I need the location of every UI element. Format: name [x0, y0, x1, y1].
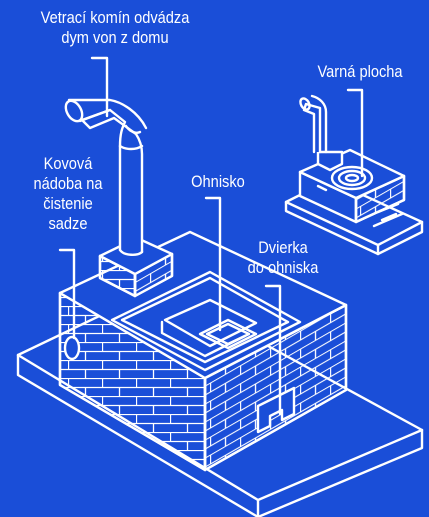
chimney-label: Vetrací komín odvádza dym von z domu: [16, 8, 214, 48]
firebox-door-label: Dvierka do ohniska: [236, 238, 331, 278]
chimney-pipe: [64, 98, 148, 256]
firebox: [163, 298, 258, 350]
firebox-door-label-line-1: Dvierka: [258, 238, 308, 257]
firebox-leader: [204, 196, 222, 332]
chimney-leader: [90, 56, 109, 118]
soot-container-label: Kovová nádoba na čistenie sadze: [25, 154, 111, 234]
soot-container-label-line-1: Kovová: [43, 154, 93, 173]
cooktop-label-text: Varná plocha: [317, 62, 403, 81]
firebox-door: [256, 386, 296, 434]
chimney-base: [98, 236, 174, 298]
cooktop-label: Varná plocha: [300, 62, 420, 82]
chimney-label-line-2: dym von z domu: [61, 28, 169, 47]
soot-container-label-line-3: čistenie: [43, 194, 93, 213]
soot-door: [63, 335, 81, 361]
soot-container-label-line-4: sadze: [48, 214, 88, 233]
soot-container-leader: [58, 248, 76, 340]
leader-lines: [58, 56, 364, 416]
firebox-label-text: Ohnisko: [191, 172, 245, 191]
inset-cooktop-stove: [284, 94, 424, 256]
firebox-label: Ohnisko: [175, 172, 261, 192]
firebox-door-leader: [264, 284, 282, 416]
soot-container-label-line-2: nádoba na: [33, 174, 103, 193]
firebox-door-label-line-2: do ohniska: [247, 258, 319, 277]
chimney-label-line-1: Vetrací komín odvádza: [40, 8, 190, 27]
cooktop-leader: [346, 88, 364, 178]
